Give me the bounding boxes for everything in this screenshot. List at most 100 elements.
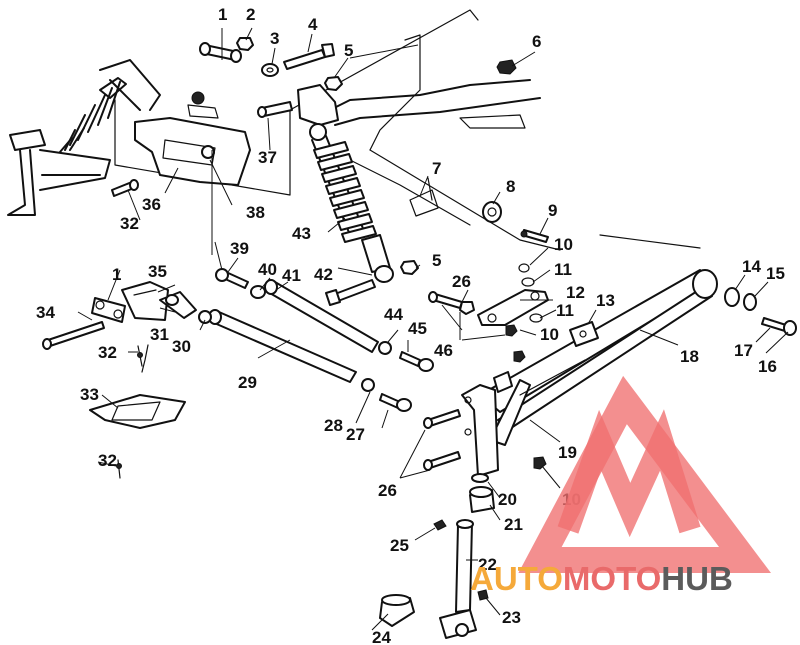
callout-21: 21 — [504, 515, 523, 534]
lower-control-arm — [479, 269, 718, 446]
callout-2: 2 — [246, 5, 255, 24]
callout-30: 30 — [172, 337, 191, 356]
callout-10b: 10 — [540, 325, 559, 344]
callout-28: 28 — [324, 416, 343, 435]
bolt-42 — [325, 279, 376, 306]
callout-5b: 5 — [432, 251, 441, 270]
callout-42: 42 — [314, 265, 333, 284]
spindle — [439, 519, 477, 639]
callout-22: 22 — [478, 555, 497, 574]
nut-28 — [361, 378, 375, 392]
nut-5-top — [324, 76, 343, 91]
wordmark-auto: AUTO — [470, 560, 563, 597]
nut-46-a — [459, 301, 475, 315]
washer-10-top — [518, 263, 530, 273]
watermark-m-glyph — [557, 409, 701, 538]
washer-15 — [743, 293, 757, 311]
callout-3: 3 — [270, 29, 279, 48]
kingpin-bracket — [461, 371, 513, 477]
bushing-8 — [482, 201, 502, 223]
callout-43: 43 — [292, 224, 311, 243]
left-spindle-assembly — [7, 129, 111, 216]
callout-1b: 1 — [112, 265, 121, 284]
bolt-32-mid — [137, 345, 143, 367]
callout-6: 6 — [532, 32, 541, 51]
bushing-21 — [469, 486, 495, 513]
washer-11-lower — [529, 313, 543, 323]
watermark-logo — [518, 375, 771, 573]
bolt-32-top — [111, 179, 139, 197]
nut-10-mid — [505, 324, 518, 337]
callout-32b: 32 — [98, 451, 117, 470]
callout-10a: 10 — [554, 235, 573, 254]
callout-9: 9 — [548, 201, 557, 220]
bolt-26-lower-b — [423, 451, 461, 471]
callout-7: 7 — [432, 159, 441, 178]
callout-16: 16 — [758, 357, 777, 376]
grease-fitting-25 — [433, 519, 447, 531]
nut-5-lower — [400, 260, 419, 275]
callout-1a: 1 — [218, 5, 227, 24]
callout-37: 37 — [258, 148, 277, 167]
callout-20: 20 — [498, 490, 517, 509]
bolt-9 — [520, 229, 549, 243]
nut-2 — [236, 37, 254, 51]
vehicle-frame — [99, 9, 701, 251]
spacer-24 — [379, 594, 415, 627]
callout-34: 34 — [36, 303, 55, 322]
washer-20 — [471, 473, 489, 483]
bolt-16 — [761, 317, 797, 336]
bolt-37 — [257, 101, 293, 118]
bracket-13 — [569, 321, 599, 347]
callout-45: 45 — [408, 319, 427, 338]
bolt-26-lower-a — [423, 409, 461, 429]
upper-shock-mount — [297, 84, 339, 126]
callout-40: 40 — [258, 260, 277, 279]
callout-36: 36 — [142, 195, 161, 214]
callout-41: 41 — [282, 266, 301, 285]
nut-30 — [198, 310, 212, 324]
washer-11-top — [521, 277, 535, 287]
skid-plate — [89, 394, 186, 429]
callout-12: 12 — [566, 283, 585, 302]
bolt-34 — [42, 321, 105, 350]
tie-rod-end-30-left — [159, 291, 197, 319]
bolt-26-upper — [428, 291, 463, 309]
nut-10-lower — [533, 456, 547, 470]
callout-31: 31 — [150, 325, 169, 344]
bolt-4 — [283, 43, 335, 70]
wordmark-hub: HUB — [661, 560, 733, 597]
callout-44: 44 — [384, 305, 403, 324]
callout-18: 18 — [680, 347, 699, 366]
fitting-23 — [477, 589, 489, 601]
callout-4: 4 — [308, 15, 318, 34]
nut-6 — [496, 59, 517, 75]
pivot-7 — [409, 177, 439, 217]
callout-33: 33 — [80, 385, 99, 404]
callout-numbers: 1 2 3 4 5 6 7 8 9 10 11 12 11 10 13 14 1… — [36, 5, 785, 645]
callout-32c: 32 — [120, 214, 139, 233]
callout-15: 15 — [766, 264, 785, 283]
callout-17: 17 — [734, 341, 753, 360]
mounting-bracket — [134, 91, 251, 186]
nut-40 — [250, 285, 266, 299]
bushing-14 — [724, 287, 740, 307]
callout-24: 24 — [372, 628, 391, 645]
leader-lines — [77, 27, 789, 631]
callout-11b: 11 — [556, 301, 574, 320]
callout-13: 13 — [596, 291, 615, 310]
callout-14: 14 — [742, 257, 761, 276]
callout-5a: 5 — [344, 41, 353, 60]
callout-23: 23 — [502, 608, 521, 627]
callout-27: 27 — [346, 425, 365, 444]
callout-46: 46 — [434, 341, 453, 360]
watermark-wordmark: AUTOMOTOHUB — [470, 560, 733, 598]
callout-38: 38 — [246, 203, 265, 222]
callout-32a: 32 — [98, 343, 117, 362]
callout-19: 19 — [558, 443, 577, 462]
callout-26a: 26 — [452, 272, 471, 291]
spacer-top — [199, 42, 242, 63]
callout-25: 25 — [390, 536, 409, 555]
